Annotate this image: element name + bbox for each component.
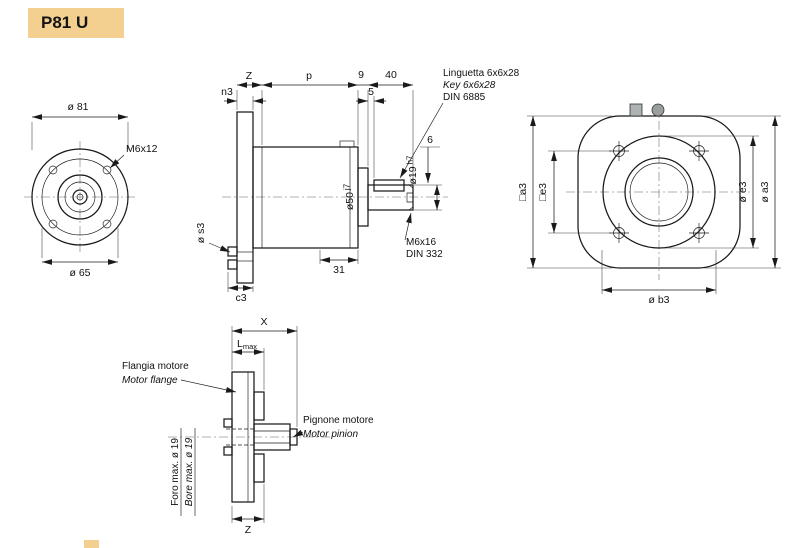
section-body	[252, 146, 359, 249]
rear-key-square-symbol	[629, 103, 643, 117]
front-hub-ring	[64, 181, 96, 213]
dim-label-p: p	[306, 70, 312, 82]
rear-bore-chamfer	[629, 162, 689, 222]
rear-view: □a3 □e3 ø e3 ø a3 ø b3	[517, 103, 781, 306]
leader-flange	[180, 379, 237, 393]
label-flange-it: Flangia motore	[122, 361, 189, 372]
dim-label-5: 5	[368, 86, 374, 98]
dim-label-sq-a3: □a3	[517, 183, 529, 201]
note-tap: M6x16	[406, 237, 436, 248]
rear-bolt-hole-tl	[609, 141, 629, 161]
rear-bolt-hole-br	[689, 223, 709, 243]
section-shaft	[367, 184, 414, 211]
front-center-hole	[76, 193, 84, 201]
dim-label-dia81: ø 81	[67, 101, 88, 113]
leader-pinion	[292, 429, 304, 438]
dim-label-dia-e3: ø e3	[737, 181, 749, 202]
leader-tap-note	[404, 212, 412, 241]
section-flange-plate	[236, 111, 254, 284]
flange-spigot-top	[253, 391, 265, 421]
rear-spigot-circle	[602, 135, 716, 249]
dim-label-sq-e3: □e3	[537, 183, 549, 201]
dim-label-31: 31	[333, 264, 345, 276]
flange-spigot-bottom	[253, 453, 265, 483]
dim-label-lmax: Lmax	[237, 338, 257, 351]
section-tap-hole	[406, 192, 413, 203]
label-bore-it: Foro max. ø 19	[170, 438, 181, 506]
note-tap-din: DIN 332	[406, 249, 443, 260]
rear-bolt-hole-tr	[689, 141, 709, 161]
front-bolt-hole-bl	[48, 219, 58, 229]
section-key	[373, 179, 405, 192]
dim-label-40: 40	[385, 69, 397, 81]
rear-pin-circle-symbol	[651, 103, 665, 117]
note-key-it: Linguetta 6x6x28	[443, 68, 520, 79]
front-bolt-hole-tr	[102, 165, 112, 175]
note-key-en: Key 6x6x28	[443, 80, 496, 91]
dim-label-s3: ø s3	[195, 223, 207, 244]
dim-label-c3: c3	[235, 292, 246, 304]
flange-hub-tab-top	[223, 418, 233, 428]
front-outer-circle	[31, 148, 129, 246]
dim-label-n3: n3	[221, 86, 233, 98]
flange-hub-tab-bottom	[223, 446, 233, 456]
rear-bore-circle	[624, 157, 694, 227]
leader-s3	[208, 242, 231, 253]
front-bolt-circle	[41, 158, 119, 236]
pinion-tip	[289, 428, 298, 446]
dim-label-zb: Z	[245, 524, 252, 536]
dim-label-dia19: ø19h7	[406, 155, 420, 185]
section-body-screw-detail	[339, 140, 355, 148]
section-shaft-chamfer	[408, 184, 414, 189]
motor-flange-view: X Lmax Z Flangia motore Motor flange Pig…	[122, 316, 374, 536]
section-view: Z p 9 40 5 n3 Linguetta 6x6x28 Key 6x6x2…	[195, 68, 520, 304]
front-shaft-circle	[72, 189, 88, 205]
dim-label-dia-b3: ø b3	[648, 294, 669, 306]
page-title: P81 U	[28, 8, 124, 38]
dim-label-6: 6	[427, 134, 433, 146]
label-pinion-it: Pignone motore	[303, 415, 374, 426]
front-bolt-hole-br	[102, 219, 112, 229]
front-view: ø 81 M6x12 ø 65	[24, 101, 158, 279]
page-corner-mark	[84, 540, 99, 548]
section-shaft-chamfer	[408, 206, 414, 211]
dim-label-x: X	[260, 316, 267, 328]
note-label-m6x12: M6x12	[126, 143, 158, 155]
note-key-din: DIN 6885	[443, 92, 486, 103]
label-flange-en: Motor flange	[122, 375, 178, 386]
front-hub-circle	[57, 174, 103, 220]
dim-label-z: Z	[246, 70, 253, 82]
rear-bolt-hole-bl	[609, 223, 629, 243]
dim-label-dia50: ø50j7	[343, 183, 357, 210]
label-bore-en: Bore max. ø 19	[184, 437, 195, 506]
label-pinion-en: Motor pinion	[303, 429, 358, 440]
front-bolt-hole-tl	[48, 165, 58, 175]
section-flange-tab-bottom	[227, 259, 238, 270]
dim-label-9: 9	[358, 69, 364, 81]
dim-label-dia-a3: ø a3	[759, 181, 771, 202]
leader-m6x12	[109, 154, 125, 169]
leader-key-note	[399, 102, 444, 179]
dim-label-dia65: ø 65	[69, 267, 90, 279]
